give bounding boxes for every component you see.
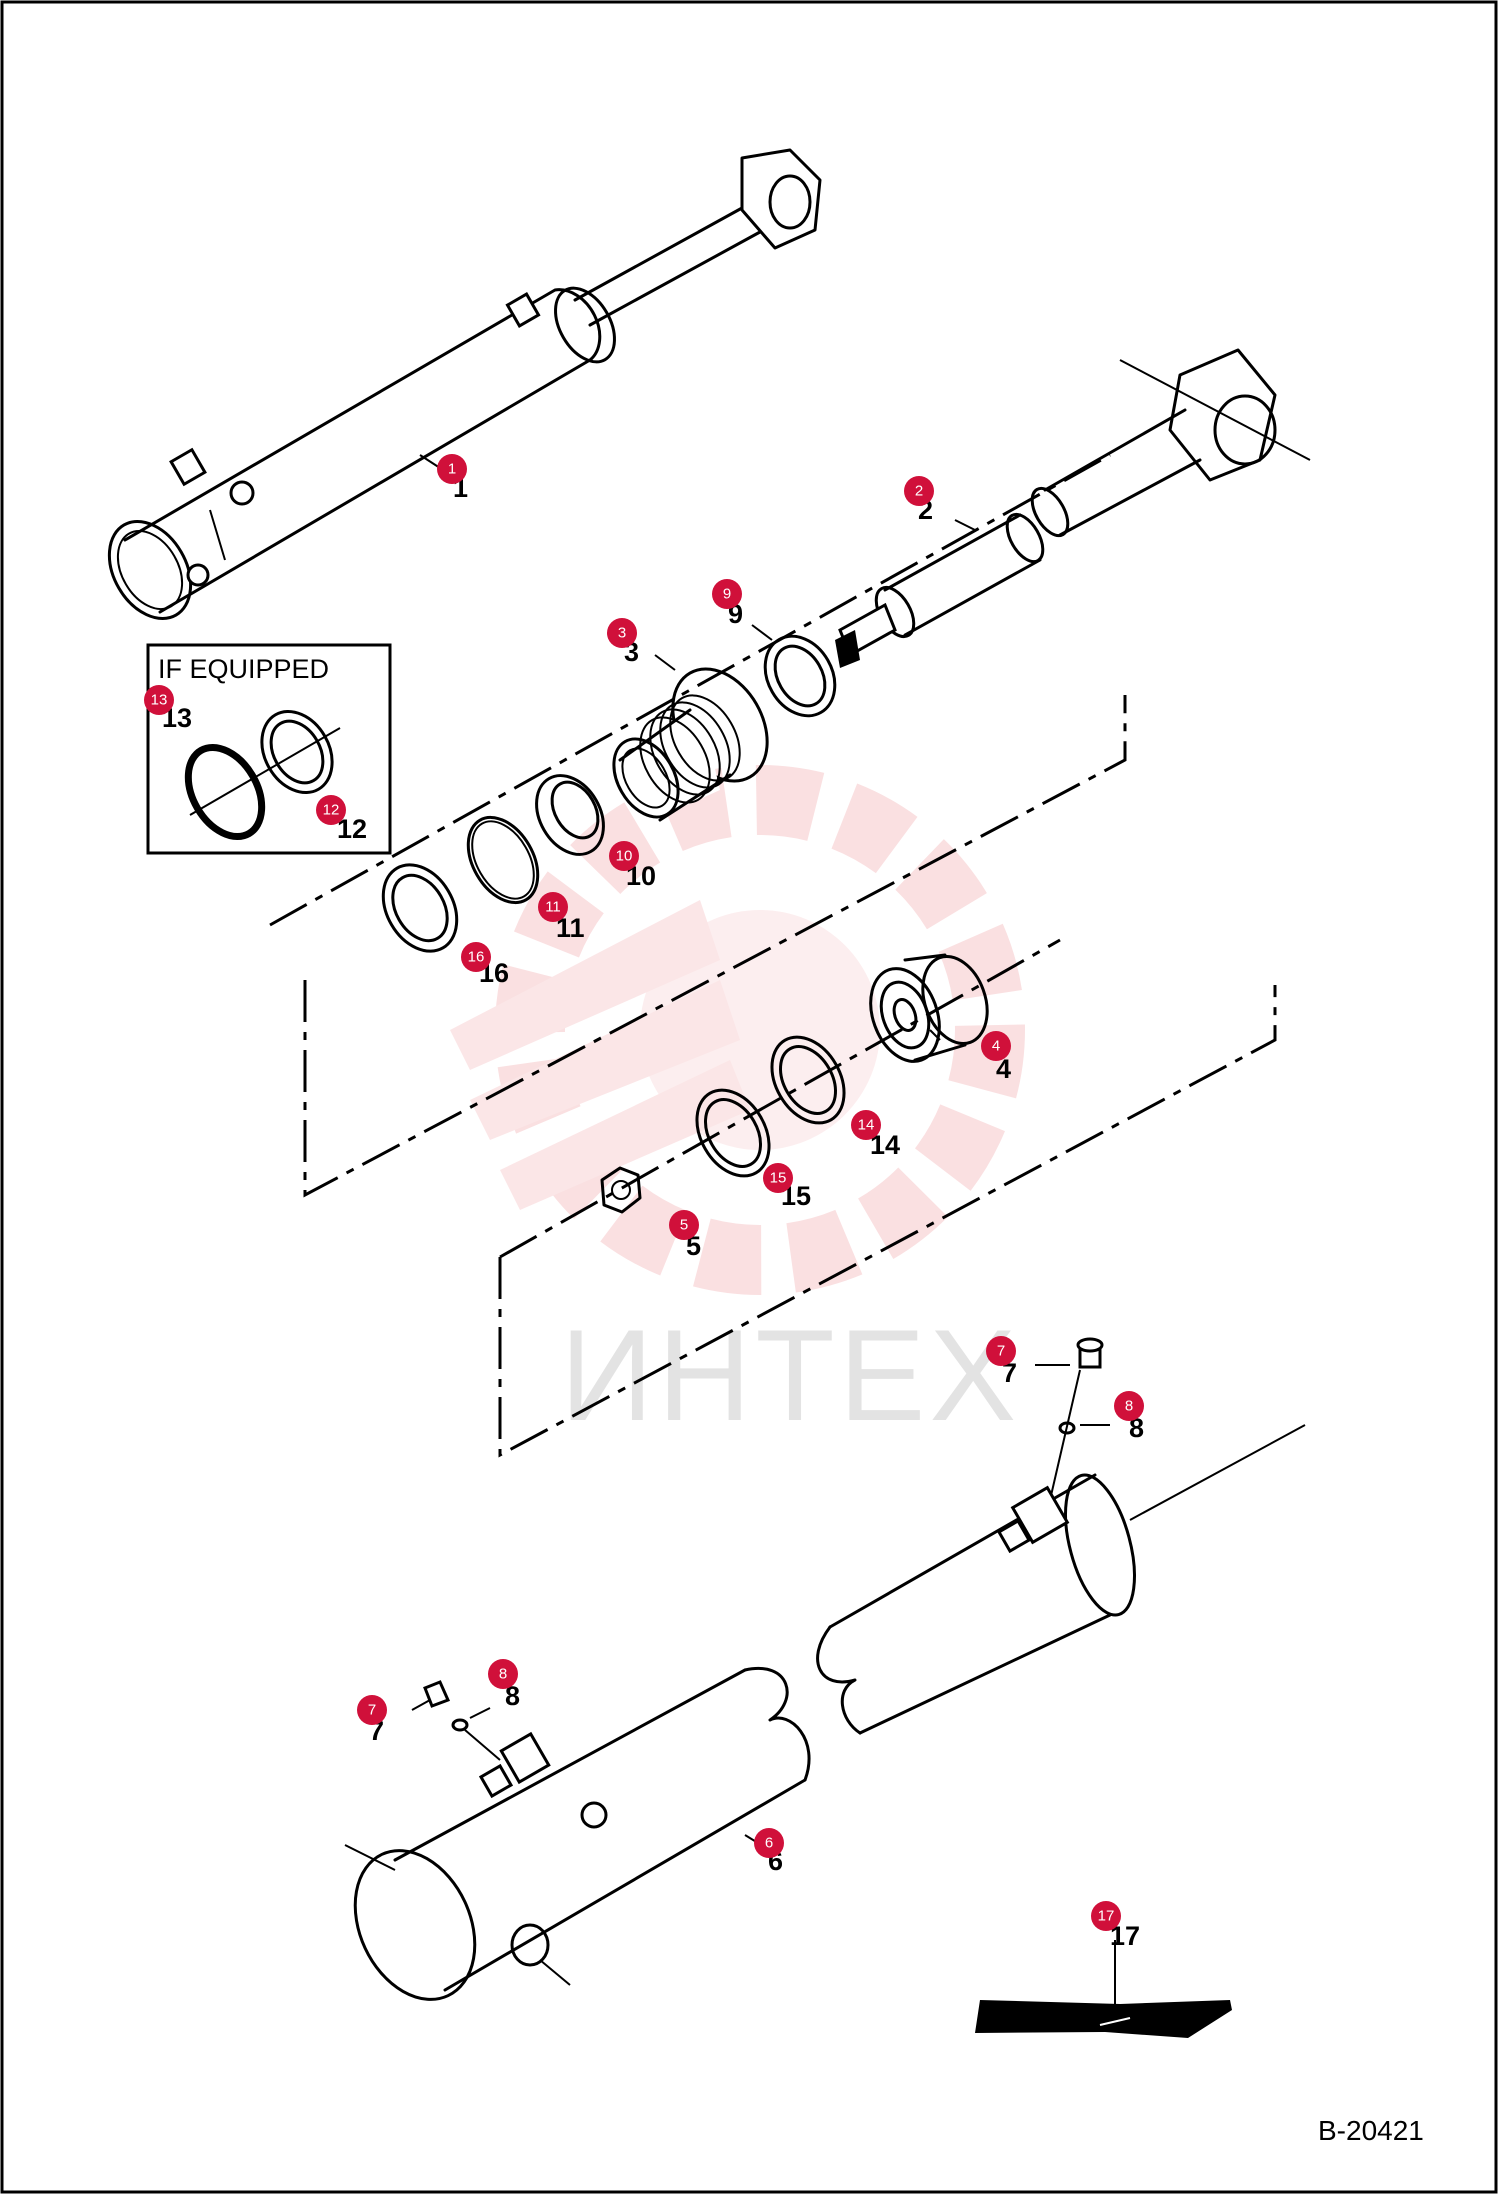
callout-12[interactable]: 12 [316,795,346,825]
callout-4-label: 4 [992,1038,1000,1055]
callout-13[interactable]: 13 [144,685,174,715]
head-3-drawing [612,654,769,822]
watermark-text: ИНТЕХ [560,1302,1020,1448]
barrel-6-drawing [344,1424,1306,2001]
oring-11-drawing [466,815,540,905]
part-numbers: 1 2 3 4 5 6 7 7 8 8 9 10 11 12 13 14 15 … [162,473,1144,1951]
callout-6-label: 6 [765,1835,773,1852]
callout-3-label: 3 [618,625,626,642]
nut-5-drawing [600,1166,642,1214]
callout-17-label: 17 [1098,1908,1115,1925]
callout-7-lower[interactable]: 7 [357,1695,387,1725]
callout-16-label: 16 [468,949,485,966]
callout-3[interactable]: 3 [607,618,637,648]
if-equipped-label: IF EQUIPPED [158,654,329,684]
callout-13-label: 13 [151,692,168,709]
callout-7-upper-label: 7 [997,1343,1005,1360]
decal-17-drawing [975,1940,1232,2038]
callout-17[interactable]: 17 [1091,1901,1121,1931]
rod-drawing [835,348,1311,668]
callout-15[interactable]: 15 [763,1163,793,1193]
callout-4[interactable]: 4 [981,1031,1011,1061]
ring-14-drawing [770,1035,846,1125]
callout-14[interactable]: 14 [851,1110,881,1140]
ring-10-drawing [535,774,605,856]
seal-16-drawing [381,863,459,953]
callout-8-upper[interactable]: 8 [1114,1391,1144,1421]
part-number-4: 4 [996,1054,1011,1084]
callout-badges: 1 2 3 4 5 6 7 7 8 8 9 10 11 12 13 14 15 … [144,454,1144,1931]
callout-14-label: 14 [858,1117,875,1134]
callout-5-label: 5 [680,1217,688,1234]
ring-15-drawing [695,1088,771,1178]
callout-6[interactable]: 6 [754,1828,784,1858]
document-id: B-20421 [1318,2115,1424,2146]
callout-9-label: 9 [723,586,731,603]
callout-2[interactable]: 2 [904,476,934,506]
seal-9-drawing [751,624,837,718]
callout-8-lower-label: 8 [499,1666,507,1683]
callout-1-label: 1 [448,461,456,478]
callout-8-lower[interactable]: 8 [488,1659,518,1689]
callout-5[interactable]: 5 [669,1210,699,1240]
fitting-7-8-lower-drawing [411,1680,501,1761]
callout-8-upper-label: 8 [1125,1398,1133,1415]
callout-2-label: 2 [915,483,923,500]
cylinder-assembly-drawing [107,148,822,620]
callout-10-label: 10 [616,848,633,865]
piston-4-drawing [869,953,989,1063]
watermark-logo [450,765,1025,1295]
callout-7-upper[interactable]: 7 [986,1336,1016,1366]
callout-10[interactable]: 10 [609,841,639,871]
callout-15-label: 15 [770,1170,787,1187]
callout-16[interactable]: 16 [461,942,491,972]
callout-9[interactable]: 9 [712,579,742,609]
callout-11-label: 11 [545,899,561,916]
callout-12-label: 12 [323,802,340,819]
if-equipped-box: IF EQUIPPED [146,643,392,855]
callout-1[interactable]: 1 [437,454,467,484]
callout-11[interactable]: 11 [538,892,568,922]
part-number-7-upper: 7 [1002,1358,1017,1388]
part-number-8-lower: 8 [505,1681,520,1711]
callout-7-lower-label: 7 [368,1702,376,1719]
fitting-7-8-upper-drawing [1035,1337,1110,1501]
